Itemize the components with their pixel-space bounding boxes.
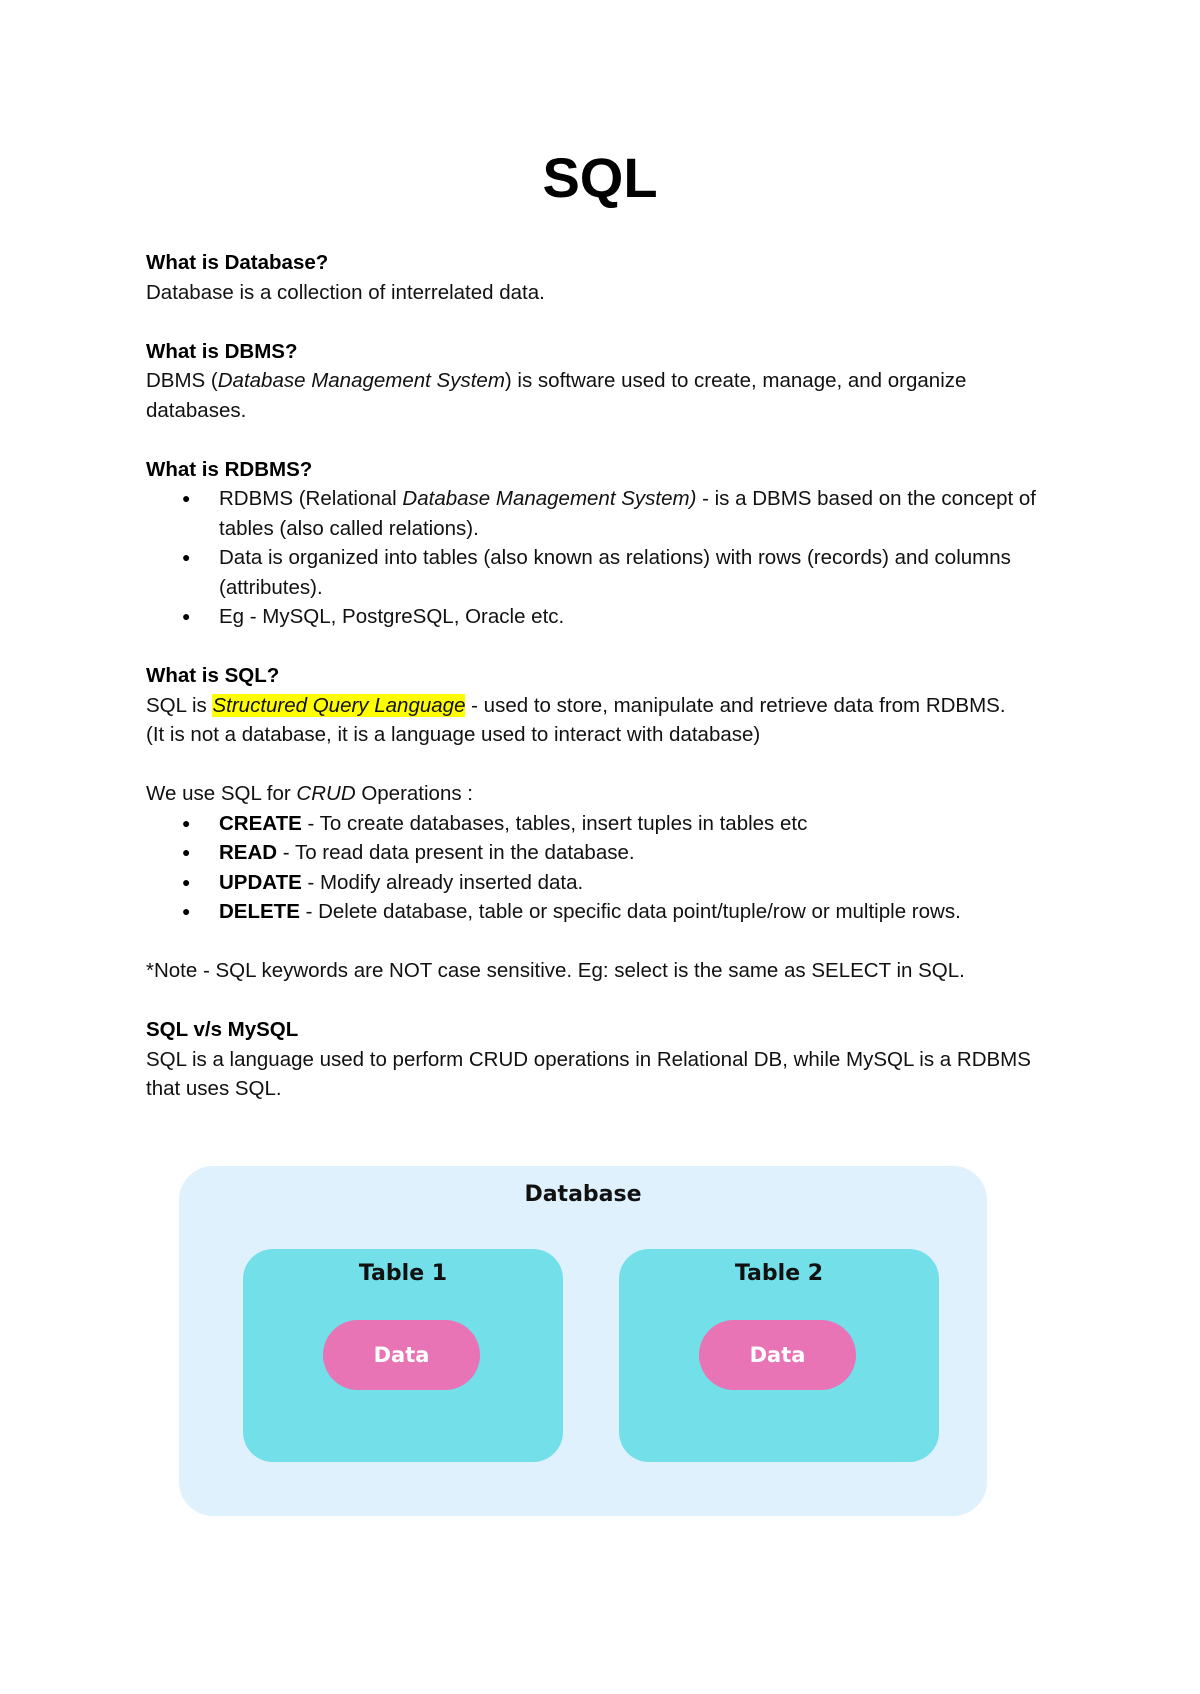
- paragraph-sql-vs-mysql: SQL is a language used to perform CRUD o…: [146, 1047, 1031, 1101]
- rdbms-list: ● RDBMS (Relational Database Management S…: [146, 484, 1046, 632]
- list-item: ● READ - To read data present in the data…: [146, 838, 1046, 868]
- text: ) is software used to create, manage, an…: [146, 369, 967, 422]
- bullet-icon: ●: [182, 844, 191, 860]
- text: RDBMS (Relational: [219, 487, 403, 510]
- highlighted-term: Structured Query Language: [212, 693, 466, 717]
- document-body: What is Database? Database is a collecti…: [146, 248, 1046, 1104]
- italic-term: Database Management System: [217, 369, 505, 392]
- keyword: UPDATE: [219, 870, 302, 894]
- list-item: ● DELETE - Delete database, table or spec…: [146, 897, 1046, 927]
- text: Operations :: [355, 782, 473, 805]
- bullet-icon: ●: [182, 814, 191, 831]
- heading-dbms: What is DBMS?: [146, 339, 298, 363]
- keyword: CREATE: [219, 811, 302, 835]
- bullet-icon: ●: [182, 903, 191, 919]
- heading-sql-vs-mysql: SQL v/s MySQL: [146, 1018, 299, 1041]
- bullet-icon: ●: [182, 608, 191, 624]
- data-pill: Data: [699, 1320, 856, 1390]
- paragraph-note: *Note - SQL keywords are NOT case sensit…: [146, 959, 965, 982]
- table-2-box: Table 2 Data: [619, 1249, 939, 1462]
- text: - Delete database, table or specific dat…: [299, 900, 961, 923]
- text: Eg - MySQL, PostgreSQL, Oracle etc.: [219, 605, 565, 628]
- page-title: SQL: [542, 146, 658, 209]
- paragraph-dbms: DBMS (Database Management System) is sof…: [146, 366, 1046, 425]
- bullet-icon: ●: [182, 549, 191, 565]
- italic-term: CRUD: [296, 782, 356, 805]
- heading-rdbms: What is RDBMS?: [146, 457, 313, 481]
- database-label: Database: [524, 1182, 642, 1207]
- data-pill: Data: [323, 1320, 480, 1390]
- text: - To read data present in the database.: [277, 841, 635, 864]
- database-diagram: Database Table 1 Data Table 2 Data: [179, 1166, 987, 1516]
- paragraph-sql: SQL is Structured Query Language - used …: [146, 691, 1046, 721]
- text: We use SQL for: [146, 782, 297, 805]
- text: SQL is: [146, 693, 213, 717]
- keyword: DELETE: [219, 900, 300, 923]
- bullet-icon: ●: [182, 873, 191, 890]
- heading-sql: What is SQL?: [146, 664, 280, 687]
- heading-database: What is Database?: [146, 251, 329, 274]
- table-label: Table 2: [734, 1261, 824, 1286]
- crud-list: ● CREATE - To create databases, tables, i…: [146, 809, 1046, 927]
- list-item: ● UPDATE - Modify already inserted data.: [146, 868, 1046, 898]
- text: - used to store, manipulate and retrieve…: [465, 693, 1006, 717]
- list-item: ● CREATE - To create databases, tables, i…: [146, 809, 1046, 839]
- paragraph-crud-intro: We use SQL for CRUD Operations :: [146, 779, 1046, 809]
- list-item: ● RDBMS (Relational Database Management S…: [146, 484, 1046, 543]
- italic-term: Database Management System): [402, 487, 697, 510]
- bullet-icon: ●: [182, 490, 191, 506]
- keyword: READ: [219, 841, 278, 864]
- text: - Modify already inserted data.: [301, 870, 584, 894]
- table-label: Table 1: [358, 1261, 448, 1286]
- table-1-box: Table 1 Data: [243, 1249, 563, 1462]
- paragraph-sql-note: (It is not a database, it is a language …: [146, 723, 761, 746]
- text: DBMS (: [146, 369, 218, 392]
- text: - To create databases, tables, insert tu…: [301, 811, 808, 835]
- list-item: ● Eg - MySQL, PostgreSQL, Oracle etc.: [146, 602, 1046, 632]
- paragraph-database: Database is a collection of interrelated…: [146, 280, 545, 304]
- text: Data is organized into tables (also know…: [219, 546, 1011, 599]
- text: - is a DBMS based on the concept of tabl…: [219, 487, 1036, 540]
- list-item: ● Data is organized into tables (also kno…: [146, 543, 1046, 602]
